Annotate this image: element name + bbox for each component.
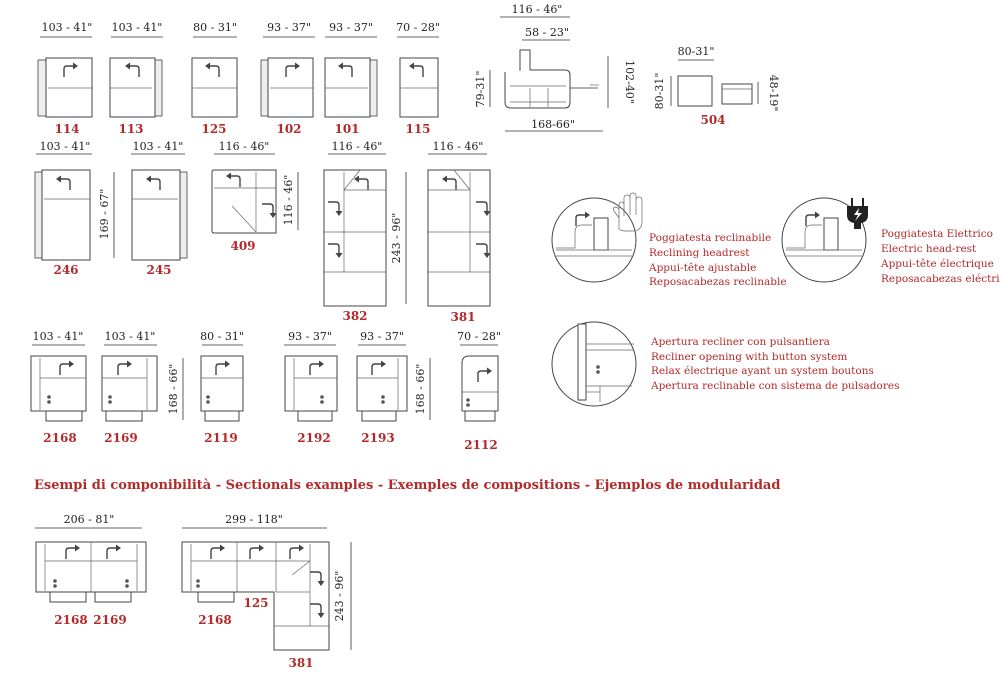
dim-2168: 103 - 41" — [33, 330, 84, 343]
code-115: 115 — [405, 122, 430, 136]
dim-382: 116 - 46" — [332, 140, 383, 153]
code-2193: 2193 — [361, 431, 394, 445]
depth-409: 116 - 46" — [282, 175, 295, 226]
module-409 — [211, 169, 278, 234]
module-114 — [37, 57, 93, 118]
legend-recliner-it: Apertura recliner con pulsantiera — [650, 336, 830, 348]
dim-2192: 93 - 37" — [288, 330, 332, 343]
code-382: 382 — [342, 309, 367, 323]
module-2112 — [461, 355, 499, 422]
module-115 — [399, 57, 439, 118]
code-409: 409 — [230, 239, 255, 253]
ex2-width: 299 - 118" — [225, 513, 283, 526]
legend-recliner-en: Recliner opening with button system — [651, 351, 847, 363]
code-102: 102 — [276, 122, 301, 136]
example-1-composition — [35, 527, 147, 603]
example-2-composition — [181, 527, 352, 651]
dim-2193: 93 - 37" — [360, 330, 404, 343]
module-125 — [191, 57, 238, 118]
module-101 — [324, 57, 378, 118]
code-101: 101 — [334, 122, 359, 136]
dim-409: 116 - 46" — [219, 140, 270, 153]
pouf-width: 80-31" — [678, 45, 715, 58]
module-2119 — [200, 355, 244, 422]
code-2112: 2112 — [464, 438, 497, 452]
side-profile-drawing — [489, 16, 609, 132]
dim-2112: 70 - 28" — [457, 330, 501, 343]
module-102 — [260, 57, 314, 118]
module-2168 — [30, 355, 87, 422]
pouf-height: 48-19" — [767, 75, 780, 112]
pouf-depth: 80-31" — [653, 73, 666, 110]
legend-headrest-es: Reposacabezas reclinable — [649, 276, 787, 288]
electric-plug-icon — [847, 198, 868, 229]
legend-electric-en: Electric head-rest — [881, 243, 977, 255]
code-2168: 2168 — [43, 431, 76, 445]
code-113: 113 — [118, 122, 143, 136]
examples-heading: Esempi di componibilità - Sectionals exa… — [34, 478, 780, 493]
ex2-code-2168: 2168 — [198, 613, 231, 627]
module-113 — [109, 57, 163, 118]
side-depth-open: 168-66" — [531, 118, 575, 131]
depth-2193: 168 - 66" — [414, 364, 427, 415]
dim-245: 103 - 41" — [133, 140, 184, 153]
depth-2119: 168 - 66" — [167, 364, 180, 415]
module-504 — [670, 59, 759, 107]
code-2169: 2169 — [104, 431, 137, 445]
dim-381: 116 - 46" — [433, 140, 484, 153]
row2-dimension-lines — [36, 153, 487, 304]
legend-headrest-drawing — [551, 197, 637, 283]
module-2193 — [356, 355, 408, 422]
code-2119: 2119 — [204, 431, 237, 445]
module-245 — [131, 169, 188, 261]
legend-headrest-it: Poggiatesta reclinabile — [649, 232, 771, 244]
legend-headrest-fr: Appui-tête ajustable — [648, 262, 756, 274]
module-2192 — [284, 355, 338, 422]
code-381: 381 — [450, 310, 475, 324]
legend-electric-it: Poggiatesta Elettrico — [881, 228, 993, 240]
legend-recliner-fr: Relax électrique ayant un system boutons — [651, 365, 874, 377]
legend-electric-drawing — [781, 197, 867, 283]
dim-2119: 80 - 31" — [200, 330, 244, 343]
side-width-seat: 58 - 23" — [525, 26, 569, 39]
module-246 — [34, 169, 91, 261]
code-114: 114 — [54, 122, 79, 136]
code-504: 504 — [700, 113, 725, 127]
legend-electric-fr: Appui-tête électrique — [880, 258, 994, 270]
legend-recliner-drawing — [551, 321, 637, 407]
ex1-code-2169: 2169 — [93, 613, 126, 627]
module-381 — [427, 169, 492, 307]
ex1-code-2168: 2168 — [54, 613, 87, 627]
dim-113: 103 - 41" — [112, 21, 163, 34]
dim-125: 80 - 31" — [193, 21, 237, 34]
legend-recliner-es: Apertura reclinable con sistema de pulsa… — [650, 380, 899, 392]
ex2-code-381: 381 — [288, 656, 313, 670]
ex2-depth: 243 - 96" — [333, 571, 346, 622]
depth-246: 169 - 67" — [98, 189, 111, 240]
module-382 — [323, 169, 387, 307]
code-2192: 2192 — [297, 431, 330, 445]
dim-101: 93 - 37" — [329, 21, 373, 34]
dim-2169: 103 - 41" — [105, 330, 156, 343]
dim-246: 103 - 41" — [40, 140, 91, 153]
dim-102: 93 - 37" — [267, 21, 311, 34]
dim-114: 103 - 41" — [42, 21, 93, 34]
legend-headrest-en: Reclining headrest — [649, 247, 750, 259]
raised-hand-icon — [612, 192, 643, 232]
depth-382: 243 - 96" — [390, 213, 403, 264]
side-height: 79-31" — [474, 71, 487, 108]
ex2-code-125: 125 — [243, 596, 268, 610]
row3-dimension-lines — [32, 344, 498, 420]
legend-electric-es: Reposacabezas eléctrico — [881, 273, 1000, 285]
side-height-open: 102-40" — [623, 60, 636, 104]
module-2169 — [101, 355, 158, 422]
code-246: 246 — [53, 263, 78, 277]
ex1-width: 206 - 81" — [64, 513, 115, 526]
code-125: 125 — [201, 122, 226, 136]
dim-115: 70 - 28" — [396, 21, 440, 34]
code-245: 245 — [146, 263, 171, 277]
side-width-total: 116 - 46" — [512, 3, 563, 16]
